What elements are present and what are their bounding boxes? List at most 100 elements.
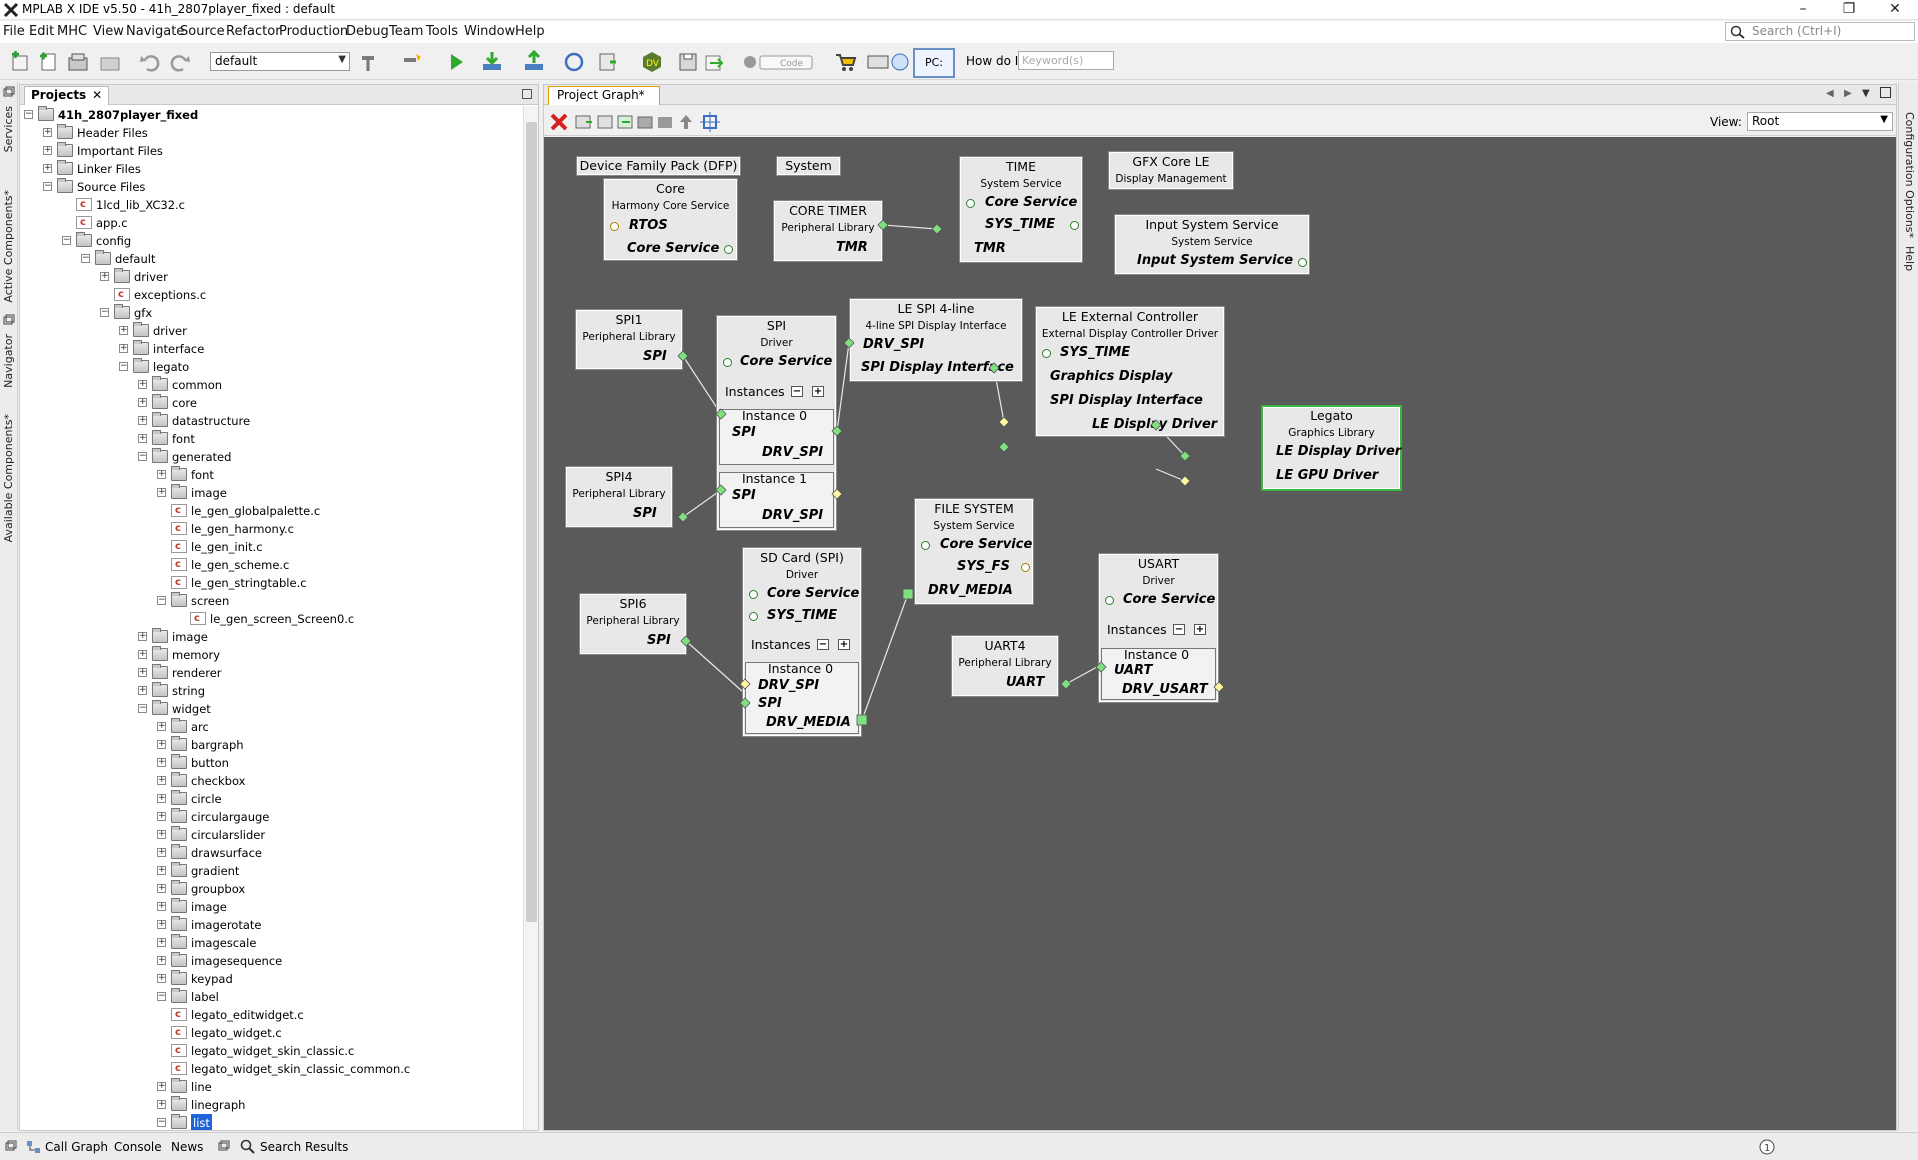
port-connector[interactable] bbox=[749, 612, 758, 621]
collapse-icon[interactable]: − bbox=[138, 451, 147, 461]
expand-icon[interactable]: + bbox=[157, 847, 166, 857]
menu-production[interactable]: Production bbox=[279, 24, 349, 39]
expand-icon[interactable]: + bbox=[119, 343, 128, 353]
debug-run-icon[interactable] bbox=[480, 50, 504, 74]
remove-instance-button[interactable]: − bbox=[791, 386, 803, 397]
services-tab[interactable]: Services bbox=[2, 106, 15, 153]
component-uart4[interactable]: UART4 Peripheral Library UART bbox=[951, 635, 1059, 697]
expand-icon[interactable]: + bbox=[43, 127, 52, 137]
expand-icon[interactable]: + bbox=[43, 145, 52, 155]
view-select[interactable]: Root▼ bbox=[1747, 112, 1893, 131]
configuration-options-tab[interactable]: Configuration Options* bbox=[1903, 112, 1916, 239]
add-instance-button[interactable]: + bbox=[838, 639, 850, 650]
restore-window-icon[interactable] bbox=[218, 1140, 232, 1154]
component-legato[interactable]: Legato Graphics Library LE Display Drive… bbox=[1261, 405, 1402, 491]
system-button[interactable]: System bbox=[776, 156, 841, 176]
ungroup-icon[interactable] bbox=[656, 112, 676, 132]
collapse-icon[interactable]: − bbox=[100, 307, 109, 317]
expand-icon[interactable]: + bbox=[157, 919, 166, 929]
expand-icon[interactable]: + bbox=[157, 775, 166, 785]
menu-source[interactable]: Source bbox=[180, 24, 225, 39]
expand-icon[interactable]: + bbox=[157, 973, 166, 983]
expand-icon[interactable]: + bbox=[157, 955, 166, 965]
collapse-icon[interactable]: − bbox=[157, 595, 166, 605]
expand-icon[interactable]: + bbox=[157, 1099, 166, 1109]
expand-icon[interactable]: + bbox=[157, 487, 166, 497]
cart-icon[interactable] bbox=[834, 50, 858, 74]
navigator-tab[interactable]: Navigator bbox=[2, 334, 15, 388]
component-time[interactable]: TIME System Service Core Service SYS_TIM… bbox=[959, 156, 1083, 263]
import-icon[interactable] bbox=[702, 50, 726, 74]
restore-window-icon[interactable] bbox=[5, 1140, 19, 1154]
collapse-icon[interactable]: − bbox=[24, 109, 33, 119]
up-level-icon[interactable] bbox=[676, 112, 696, 132]
group-icon[interactable] bbox=[636, 112, 656, 132]
menu-help[interactable]: Help bbox=[515, 24, 545, 39]
build-hammer-icon[interactable] bbox=[358, 50, 382, 74]
menu-team[interactable]: Team bbox=[389, 24, 424, 39]
port-connector[interactable] bbox=[749, 590, 758, 599]
move-to-group-icon[interactable] bbox=[596, 112, 616, 132]
program-device-icon[interactable] bbox=[522, 50, 546, 74]
new-file-icon[interactable] bbox=[36, 50, 60, 74]
expand-icon[interactable]: + bbox=[157, 829, 166, 839]
tab-news[interactable]: News bbox=[171, 1140, 204, 1154]
generate-code-icon[interactable]: Code bbox=[740, 50, 816, 74]
tab-console[interactable]: Console bbox=[114, 1140, 162, 1154]
expand-icon[interactable]: + bbox=[157, 937, 166, 947]
run-icon[interactable] bbox=[444, 50, 468, 74]
scroll-tabs-right-icon[interactable]: ▶ bbox=[1844, 88, 1852, 99]
port-connector[interactable] bbox=[921, 541, 930, 550]
expand-icon[interactable]: + bbox=[100, 271, 109, 281]
component-sd-card-spi[interactable]: SD Card (SPI) Driver Core Service SYS_TI… bbox=[742, 547, 862, 737]
add-group-icon[interactable] bbox=[574, 112, 594, 132]
new-project-icon[interactable] bbox=[8, 50, 32, 74]
help-tab[interactable]: Help bbox=[1903, 246, 1916, 272]
collapse-icon[interactable]: − bbox=[138, 703, 147, 713]
menu-file[interactable]: File bbox=[3, 24, 25, 39]
tab-search-results[interactable]: Search Results bbox=[260, 1140, 349, 1154]
minimize-button[interactable]: – bbox=[1799, 1, 1807, 17]
remove-instance-button[interactable]: − bbox=[1173, 624, 1185, 635]
tab-call-graph[interactable]: Call Graph bbox=[45, 1140, 109, 1154]
port-connector[interactable] bbox=[724, 245, 733, 254]
expand-icon[interactable]: + bbox=[157, 757, 166, 767]
remove-component-icon[interactable] bbox=[548, 111, 570, 133]
collapse-icon[interactable]: − bbox=[157, 991, 166, 1001]
tree-scrollbar[interactable] bbox=[523, 106, 538, 1130]
sd-instance-0[interactable]: Instance 0 DRV_SPI SPI DRV_MEDIA bbox=[745, 661, 859, 734]
tab-list-icon[interactable]: ▼ bbox=[1862, 88, 1870, 99]
expand-icon[interactable]: + bbox=[138, 649, 147, 659]
restore-button[interactable]: ❐ bbox=[1842, 1, 1856, 17]
port-connector[interactable] bbox=[1021, 563, 1030, 572]
remove-instance-button[interactable]: − bbox=[817, 639, 829, 650]
notifications-icon[interactable]: 1 bbox=[1758, 1138, 1776, 1156]
component-spi4[interactable]: SPI4 Peripheral Library SPI bbox=[565, 466, 673, 528]
maximize-panel-icon[interactable] bbox=[1880, 87, 1891, 98]
component-spi1[interactable]: SPI1 Peripheral Library SPI bbox=[575, 309, 683, 370]
component-gfx-core-le[interactable]: GFX Core LE Display Management bbox=[1108, 151, 1234, 190]
expand-icon[interactable]: + bbox=[157, 1081, 166, 1091]
expand-icon[interactable]: + bbox=[157, 469, 166, 479]
close-project-icon[interactable] bbox=[98, 50, 122, 74]
collapse-icon[interactable]: − bbox=[157, 1117, 166, 1127]
active-components-tab[interactable]: Active Components* bbox=[2, 190, 15, 303]
expand-icon[interactable]: + bbox=[157, 865, 166, 875]
menu-refactor[interactable]: Refactor bbox=[226, 24, 281, 39]
expand-icon[interactable]: + bbox=[138, 631, 147, 641]
scrollbar-thumb[interactable] bbox=[526, 122, 537, 922]
port-connector[interactable] bbox=[966, 199, 975, 208]
tab-project-graph[interactable]: Project Graph* bbox=[548, 86, 660, 105]
menu-view[interactable]: View bbox=[93, 24, 124, 39]
port-connector[interactable] bbox=[1105, 596, 1114, 605]
search-input[interactable]: Search (Ctrl+I) bbox=[1725, 22, 1915, 41]
undo-icon[interactable] bbox=[138, 50, 162, 74]
close-window-button[interactable]: ✕ bbox=[1889, 1, 1901, 17]
menu-tools[interactable]: Tools bbox=[426, 24, 459, 39]
menu-debug[interactable]: Debug bbox=[346, 24, 389, 39]
expand-icon[interactable]: + bbox=[138, 685, 147, 695]
data-visualizer-icon[interactable]: DV bbox=[640, 50, 664, 74]
expand-icon[interactable]: + bbox=[157, 901, 166, 911]
device-family-pack-button[interactable]: Device Family Pack (DFP) bbox=[576, 156, 741, 176]
component-le-spi-4-line[interactable]: LE SPI 4-line 4-line SPI Display Interfa… bbox=[849, 298, 1023, 382]
